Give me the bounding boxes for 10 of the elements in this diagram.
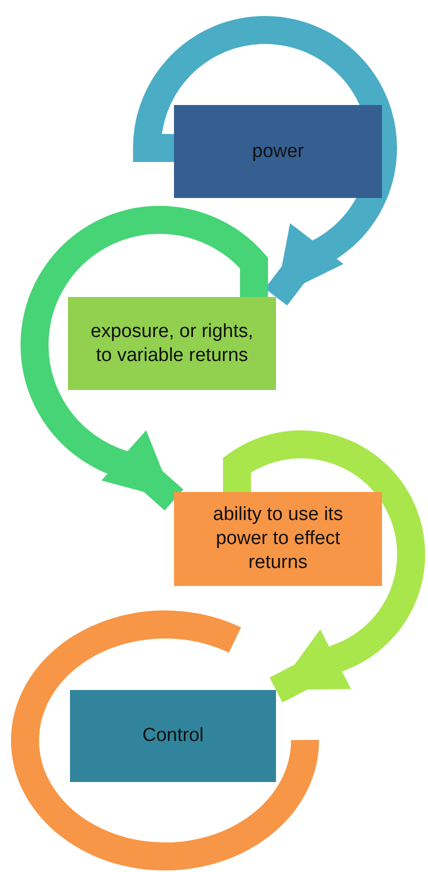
step-label: ability to use its power to effect returns bbox=[212, 503, 344, 575]
step-label: Control bbox=[142, 724, 204, 748]
step-box bbox=[174, 105, 382, 198]
step-label: power bbox=[252, 140, 304, 164]
curved-arrow bbox=[20, 206, 268, 510]
step-label: exposure, or rights, to variable returns bbox=[90, 320, 254, 368]
step-box bbox=[174, 492, 382, 586]
step-box bbox=[70, 690, 276, 782]
curved-arrow bbox=[223, 430, 426, 702]
step-box bbox=[68, 297, 276, 390]
